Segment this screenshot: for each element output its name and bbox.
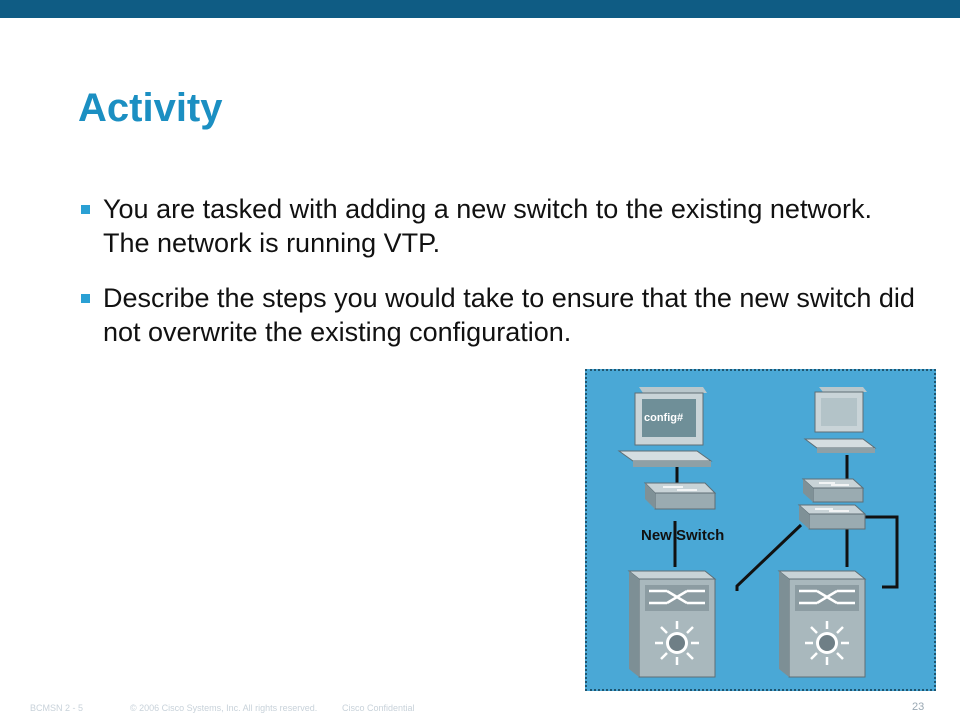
new-switch-icon: [643, 482, 717, 510]
bullet-text: Describe the steps you would take to ens…: [103, 283, 915, 347]
bullet-item: Describe the steps you would take to ens…: [78, 281, 918, 349]
pc-left-icon: config#: [617, 387, 713, 467]
square-bullet-icon: [81, 205, 90, 214]
access-switch-icon: [801, 478, 865, 503]
pc-screen-text: config#: [644, 412, 683, 424]
page-number: 23: [912, 701, 925, 713]
header-bar: [0, 0, 960, 18]
footer-course: BCMSN 2 - 5: [30, 703, 84, 713]
bullet-list: You are tasked with adding a new switch …: [78, 192, 918, 370]
network-links: [673, 455, 899, 591]
bullet-text: You are tasked with adding a new switch …: [103, 194, 872, 258]
network-diagram-graphic: config#: [617, 387, 899, 678]
slide-title: Activity: [78, 86, 223, 130]
multilayer-switch-left-icon: [627, 570, 717, 678]
multilayer-switch-right-icon: [777, 570, 867, 678]
footer-confidential: Cisco Confidential: [342, 703, 415, 713]
pc-right-icon: [803, 387, 877, 453]
network-diagram: config#: [585, 369, 936, 691]
bullet-item: You are tasked with adding a new switch …: [78, 192, 918, 260]
square-bullet-icon: [81, 294, 90, 303]
distribution-switch-icon: [797, 504, 867, 530]
new-switch-label: New Switch: [641, 527, 725, 544]
footer-copyright: © 2006 Cisco Systems, Inc. All rights re…: [130, 703, 318, 713]
